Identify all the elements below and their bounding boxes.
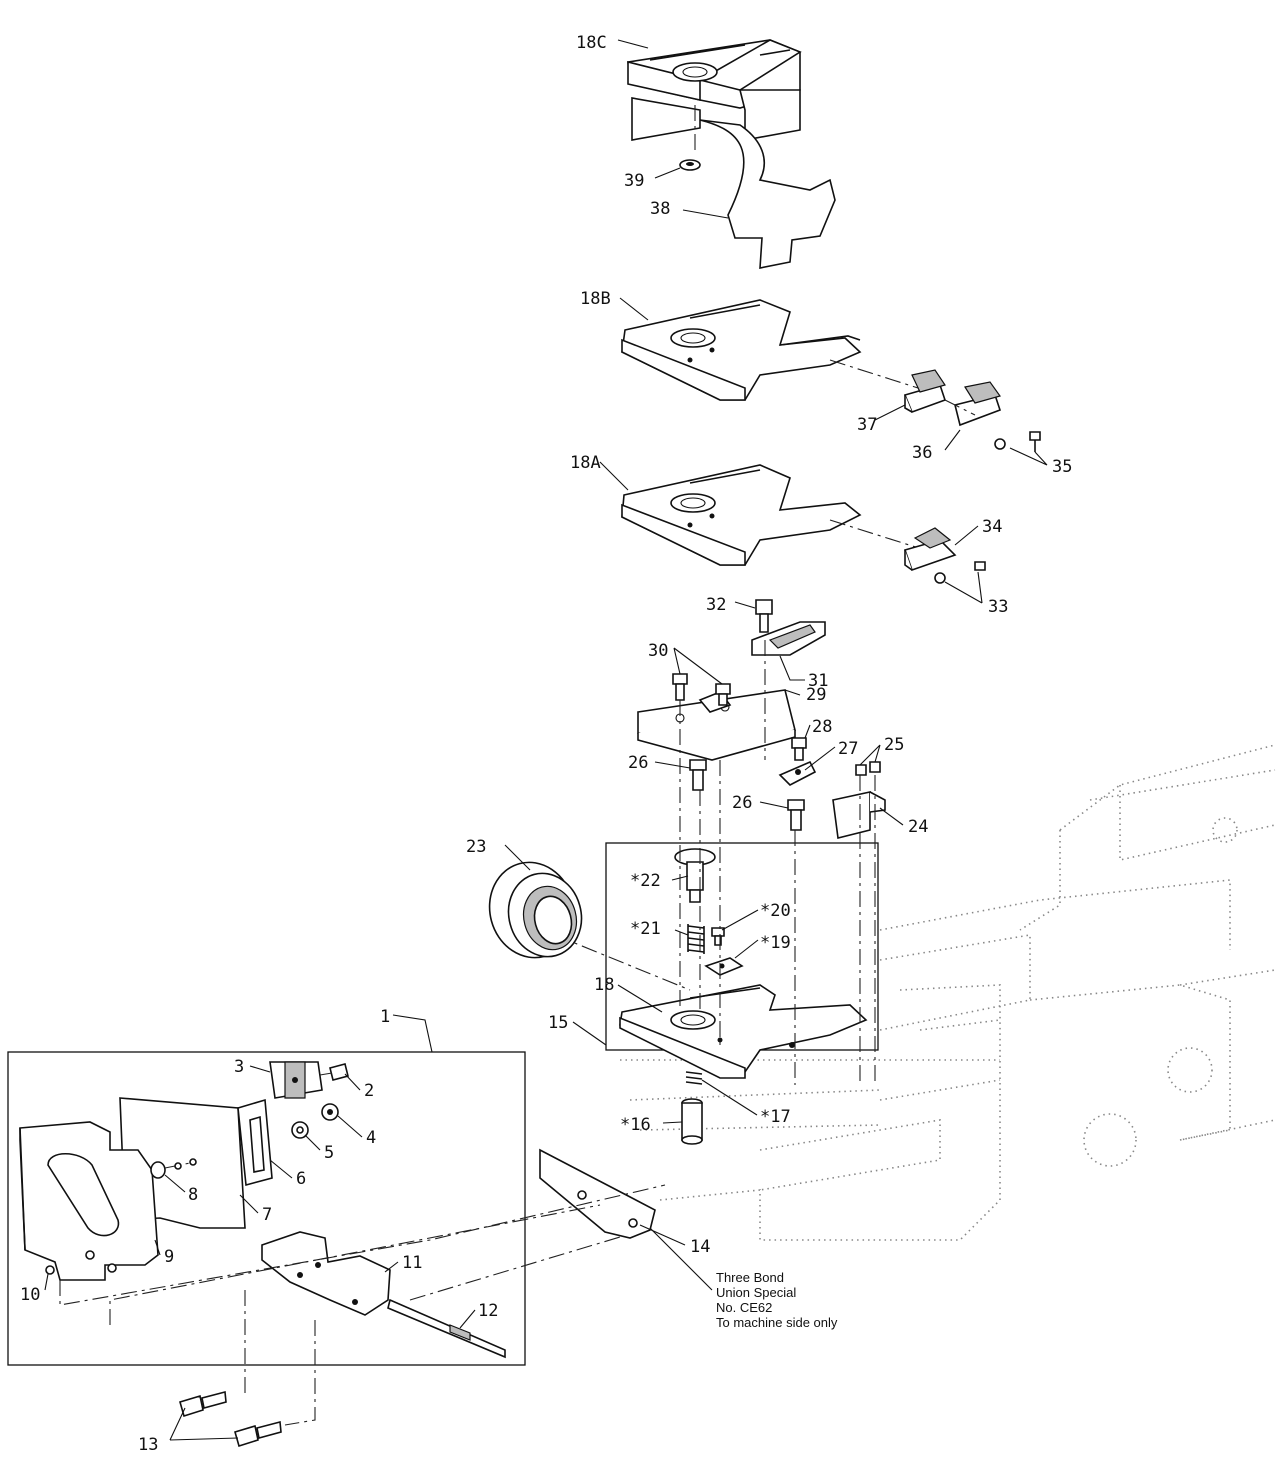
part-10-screw xyxy=(45,1265,55,1275)
callout-18A: 18A xyxy=(570,453,601,473)
adhesive-note: Three Bond Union Special No. CE62 To mac… xyxy=(716,1270,838,1330)
callout-15: 15 xyxy=(548,1013,568,1033)
part-34-clamp xyxy=(903,527,957,572)
note-line-2: Union Special xyxy=(716,1285,796,1300)
part-16-post xyxy=(681,1098,703,1145)
callout-36: 36 xyxy=(912,443,932,463)
part-35-screws xyxy=(994,431,1041,452)
part-18B-plate xyxy=(621,299,941,401)
callout-16: *16 xyxy=(620,1115,651,1135)
part-3-bracket xyxy=(269,1061,323,1099)
callout-38: 38 xyxy=(650,199,670,219)
part-5-washer xyxy=(291,1121,309,1139)
part-6-slot-plate xyxy=(237,1098,273,1187)
callout-35: 35 xyxy=(1052,457,1072,477)
callout-labels: 18C 39 38 18B 37 36 35 18A 34 33 32 31 3… xyxy=(20,33,1072,1455)
callout-5: 5 xyxy=(324,1143,334,1163)
callout-21: *21 xyxy=(630,919,661,939)
callout-23: 23 xyxy=(466,837,486,857)
part-33-screws xyxy=(934,561,986,584)
assembly-lines xyxy=(554,640,876,1085)
part-1-assembly-box xyxy=(7,1051,526,1366)
callout-7: 7 xyxy=(262,1205,272,1225)
callout-22: *22 xyxy=(630,871,661,891)
callout-12: 12 xyxy=(478,1301,498,1321)
part-4-screw xyxy=(321,1103,339,1121)
callout-29: 29 xyxy=(806,685,826,705)
callout-19: *19 xyxy=(760,933,791,953)
callout-18: 18 xyxy=(594,975,614,995)
callout-37: 37 xyxy=(857,415,877,435)
part-22-pin xyxy=(674,848,716,903)
part-14-guide xyxy=(539,1148,656,1239)
callout-26-lower: 26 xyxy=(732,793,752,813)
part-18-plate xyxy=(619,984,868,1079)
callout-18B: 18B xyxy=(580,289,611,309)
part-12-shaft xyxy=(387,1298,506,1359)
callout-11: 11 xyxy=(402,1253,422,1273)
callout-2: 2 xyxy=(364,1081,374,1101)
callout-39: 39 xyxy=(624,171,644,191)
part-17-spring xyxy=(685,1071,703,1085)
part-11-block xyxy=(261,1231,391,1316)
part-18C-plate xyxy=(627,39,802,141)
callout-30: 30 xyxy=(648,641,668,661)
callout-33: 33 xyxy=(988,597,1008,617)
part-36-bracket xyxy=(944,381,1002,427)
part-37-bracket xyxy=(903,369,947,414)
callout-14: 14 xyxy=(690,1237,710,1257)
part-26-screws xyxy=(689,759,805,831)
part-28-screw xyxy=(791,737,807,761)
callout-1: 1 xyxy=(380,1007,390,1027)
callout-17: *17 xyxy=(760,1107,791,1127)
part-30-screws xyxy=(672,673,731,706)
callout-8: 8 xyxy=(188,1185,198,1205)
leader-lines xyxy=(44,39,1048,1441)
callout-31: 31 xyxy=(808,671,828,691)
callout-26-upper: 26 xyxy=(628,753,648,773)
part-24-finger xyxy=(832,791,886,839)
callout-6: 6 xyxy=(296,1169,306,1189)
callout-32: 32 xyxy=(706,595,726,615)
note-line-3: No. CE62 xyxy=(716,1300,772,1315)
part-2-screw xyxy=(319,1063,349,1081)
callout-27: 27 xyxy=(838,739,858,759)
part-21-spring xyxy=(687,924,705,954)
part-29-plate xyxy=(637,689,796,761)
callout-13: 13 xyxy=(138,1435,158,1455)
part-39-washer xyxy=(679,159,701,171)
part-9-frame xyxy=(19,1121,159,1281)
part-31-guide xyxy=(751,621,826,656)
callout-20: *20 xyxy=(760,901,791,921)
callout-9: 9 xyxy=(164,1247,174,1267)
part-8-nut xyxy=(150,1158,197,1179)
callout-34: 34 xyxy=(982,517,1002,537)
callout-24: 24 xyxy=(908,817,928,837)
callout-10: 10 xyxy=(20,1285,40,1305)
callout-4: 4 xyxy=(366,1128,376,1148)
callout-3: 3 xyxy=(234,1057,244,1077)
part-38-feeder-sheet xyxy=(631,97,836,269)
machine-outline xyxy=(620,744,1276,1241)
part-18A-plate xyxy=(621,464,926,566)
note-line-4: To machine side only xyxy=(716,1315,838,1330)
part-32-screw xyxy=(755,599,773,633)
part-20-screw xyxy=(711,927,725,946)
note-line-1: Three Bond xyxy=(716,1270,784,1285)
callout-25: 25 xyxy=(884,735,904,755)
box1-dash-lines xyxy=(59,1184,666,1426)
part-13-screws xyxy=(179,1390,282,1448)
callout-18C: 18C xyxy=(576,33,607,53)
part-23-wheel xyxy=(488,861,583,959)
callout-28: 28 xyxy=(812,717,832,737)
part-25-screws xyxy=(855,761,881,776)
part-19-clip xyxy=(704,957,744,976)
part-27-cam xyxy=(778,760,817,786)
